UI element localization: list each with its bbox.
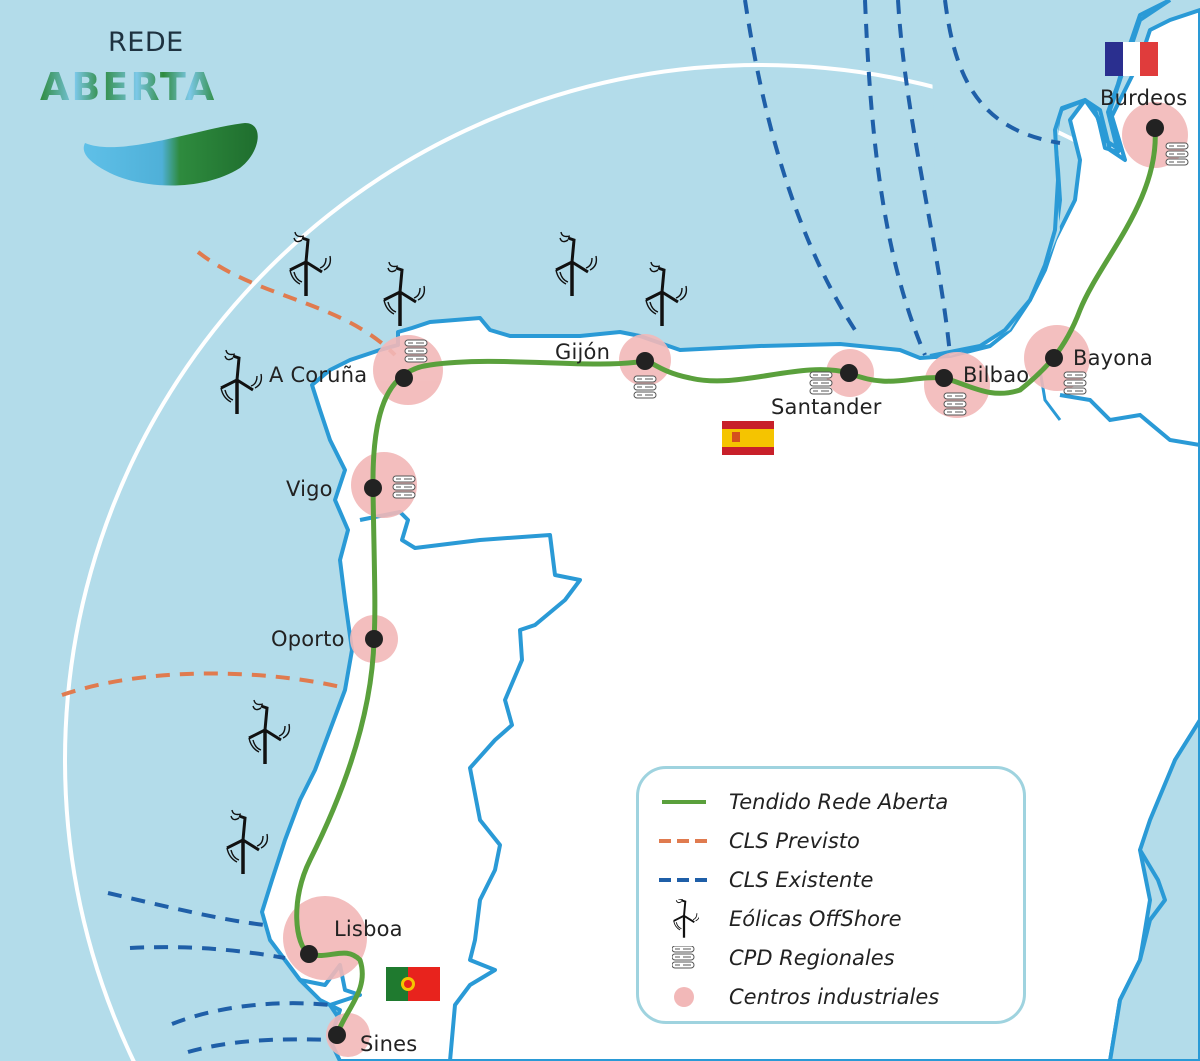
- logo-aberta-text: ABERTA: [40, 65, 217, 109]
- city-nodes: [300, 119, 1164, 1044]
- cls-existente-cables: [107, 0, 1061, 1054]
- city-label-gijon: Gijón: [555, 340, 611, 364]
- server-rack-icon: [672, 946, 695, 969]
- cls-previsto-cables: [61, 250, 397, 697]
- wind-turbine-icon: [672, 899, 699, 939]
- zone-arc: [63, 63, 1200, 1061]
- legend-item-centros: Centros industriales: [639, 982, 939, 1012]
- city-label-oporto: Oporto: [271, 627, 345, 651]
- portugal-border: [359, 510, 582, 1061]
- legend-item-cls-previsto: CLS Previsto: [639, 826, 860, 856]
- logo-rede-text: REDE: [108, 27, 184, 58]
- logo-swoosh-icon: [83, 123, 258, 186]
- east-sea: [1108, 718, 1200, 1061]
- city-label-burdeos: Burdeos: [1100, 86, 1188, 110]
- city-label-a-coruna: A Coruña: [269, 363, 368, 387]
- rede-aberta-route: [294, 125, 1158, 1038]
- flag-spain: [722, 421, 774, 455]
- blue-dashed-line-icon: [659, 878, 709, 882]
- city-label-santander: Santander: [771, 395, 882, 419]
- flag-france: [1105, 42, 1158, 76]
- city-label-vigo: Vigo: [286, 477, 333, 501]
- map-legend: Tendido Rede Aberta CLS Previsto CLS Exi…: [636, 766, 1026, 1024]
- orange-dashed-line-icon: [659, 839, 709, 843]
- legend-item-tendido: Tendido Rede Aberta: [639, 787, 948, 817]
- flag-portugal: [386, 967, 440, 1001]
- legend-item-eolicas: Eólicas OffShore: [639, 899, 902, 939]
- city-label-bilbao: Bilbao: [963, 363, 1030, 387]
- industrial-dot-icon: [674, 987, 694, 1007]
- city-label-sines: Sines: [360, 1032, 418, 1056]
- city-label-bayona: Bayona: [1073, 346, 1153, 370]
- legend-item-cpd: CPD Regionales: [639, 943, 895, 973]
- green-line-icon: [662, 800, 706, 804]
- rede-aberta-logo: REDE ABERTA: [40, 25, 265, 186]
- city-label-lisboa: Lisboa: [334, 917, 403, 941]
- legend-item-cls-existente: CLS Existente: [639, 865, 873, 895]
